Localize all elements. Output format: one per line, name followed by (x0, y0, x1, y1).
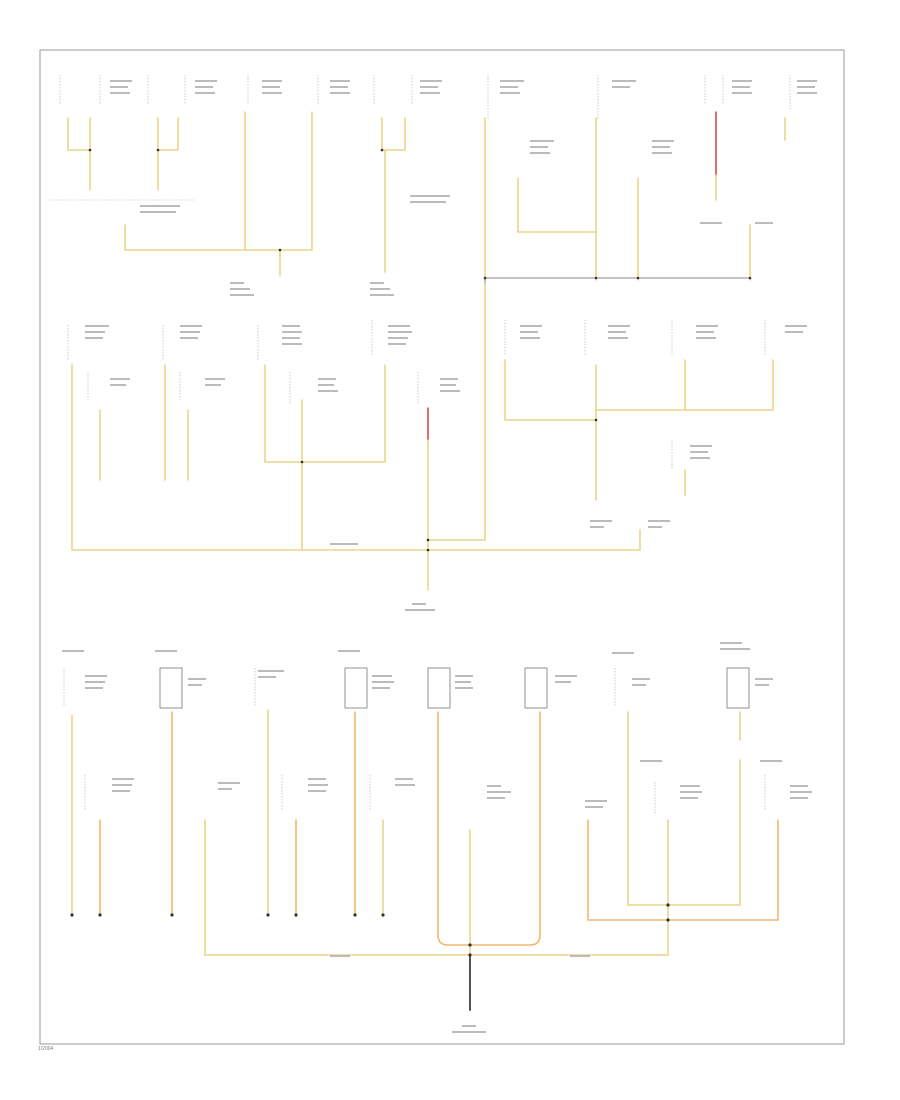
diagram-frame (39, 49, 845, 1045)
middle-section (67, 284, 807, 611)
footer-reference: 1/2004 (38, 1046, 54, 1052)
top-section (50, 75, 817, 296)
bottom-section (62, 642, 812, 1033)
